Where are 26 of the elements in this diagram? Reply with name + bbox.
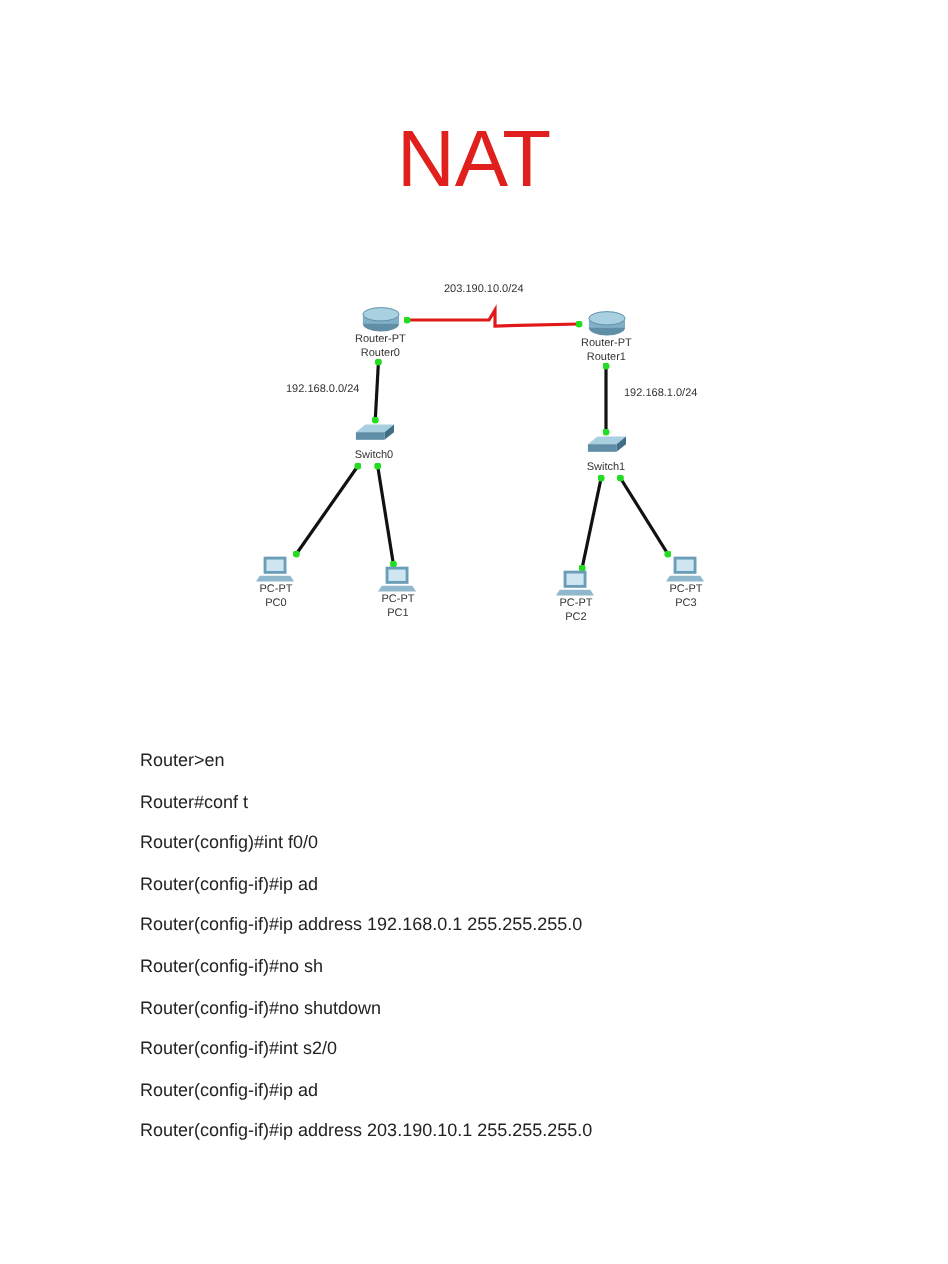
network-link (374, 462, 397, 568)
command-line: Router(config-if)#no shutdown (140, 997, 382, 1018)
network-device (581, 310, 632, 364)
network-link (371, 358, 382, 424)
command-line: Router(config)#int f0/0 (140, 832, 319, 853)
network-device (556, 570, 596, 624)
command-line: Router(config-if)#no sh (140, 956, 324, 976)
title: NAT (394, 116, 554, 206)
network-device (354, 422, 394, 463)
network-link (616, 474, 672, 558)
network-link (602, 362, 610, 436)
network-link (292, 462, 362, 558)
network-device (666, 556, 706, 610)
network-device (256, 556, 296, 610)
network-device (355, 306, 406, 360)
command-line: Router(config-if)#int s2/0 (140, 1038, 338, 1059)
network-device (378, 566, 418, 620)
command-line: Router(config-if)#ip address 203.190.10.1 255.255.255.0 (140, 1120, 593, 1141)
command-line: Router(config-if)#ip ad (140, 873, 319, 894)
command-line: Router(config-if)#ip address 192.168.0.1 255.255.255.0 (140, 914, 583, 935)
command-line: Router>en (140, 750, 225, 770)
network-link (578, 474, 605, 572)
network-link (403, 304, 583, 328)
command-line: Router#conf t (140, 791, 249, 812)
command-line: Router(config-if)#ip ad (140, 1079, 319, 1100)
network-device (586, 434, 626, 475)
